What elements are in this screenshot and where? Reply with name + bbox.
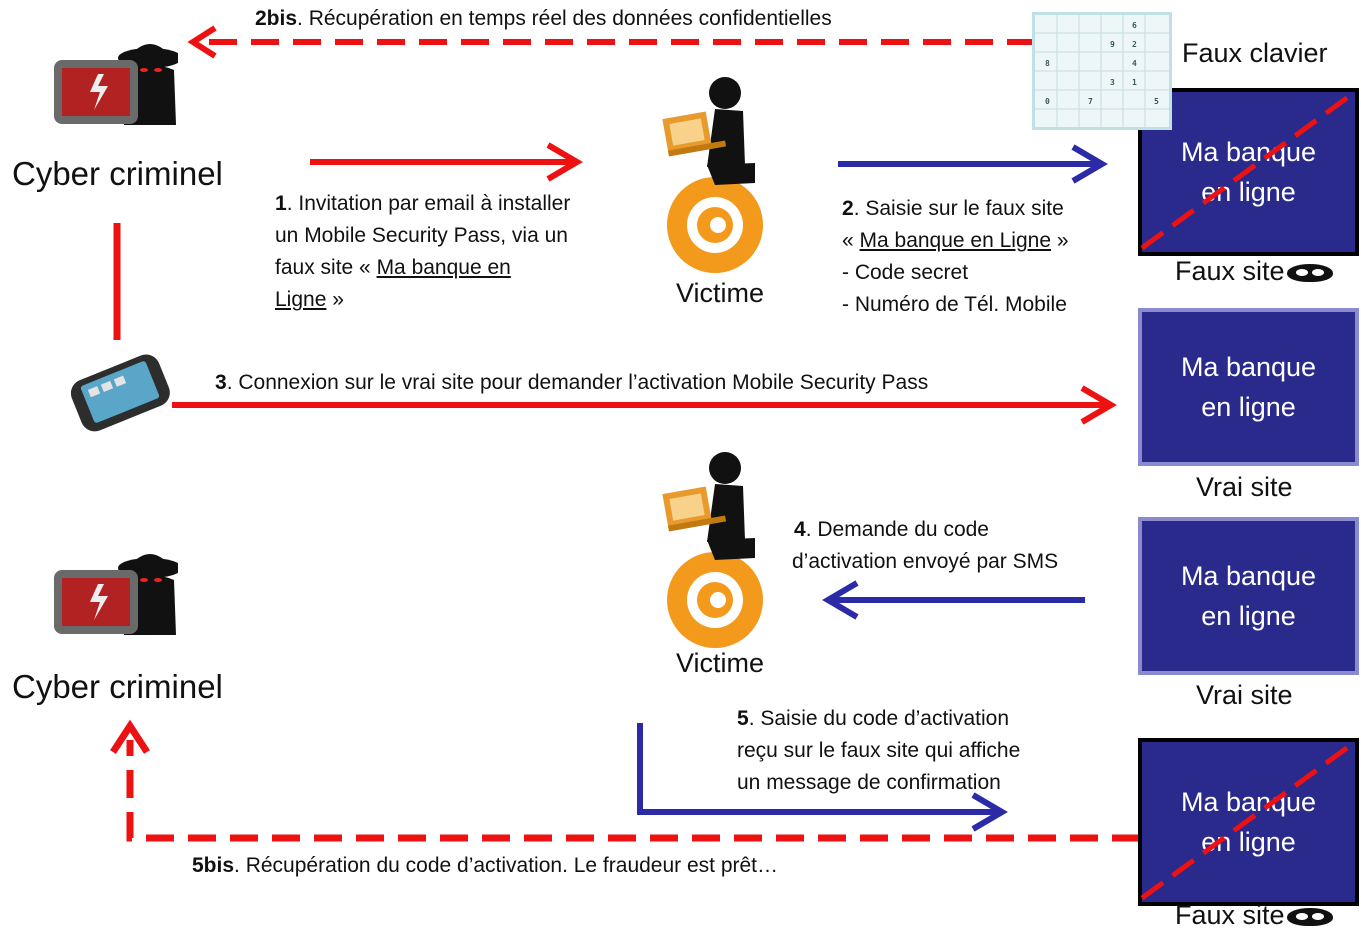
keypad-digit: 7 [1088, 97, 1093, 106]
step-2-number: 2 [842, 197, 854, 220]
criminal-label-top: Cyber criminel [12, 155, 223, 192]
bank-line-2: en ligne [1201, 392, 1296, 422]
keypad-digit: 9 [1110, 40, 1115, 49]
step-2-line-4: - Numéro de Tél. Mobile [842, 293, 1067, 316]
arrow-step-5 [637, 723, 1008, 832]
arrow-5bis [110, 719, 1140, 842]
victim-figure-icon [645, 75, 785, 280]
cyber-criminal-icon-2 [48, 540, 178, 640]
bank-line-1: Ma banque [1180, 787, 1317, 817]
victim-label-bottom: Victime [676, 648, 765, 678]
step-3-text: 3. Connexion sur le vrai site pour deman… [215, 367, 928, 399]
step-3-number: 3 [215, 371, 227, 394]
victim-figure-icon-2 [645, 450, 785, 655]
step-1-line-1: . Invitation par email à installer [286, 192, 571, 215]
step-1-line-2: un Mobile Security Pass, via un [275, 224, 568, 247]
step-1-number: 1 [275, 192, 287, 215]
fake-site-label-top: Faux site [1175, 256, 1333, 287]
arrow-step-2 [838, 144, 1108, 184]
step-4-line-1: . Demande du code [805, 518, 989, 541]
arrow-2bis [187, 25, 1035, 59]
step-1-line-4b: » [326, 288, 344, 311]
keypad-digit: 6 [1132, 21, 1137, 30]
step-5-line-3: un message de confirmation [737, 771, 1001, 794]
keypad-digit: 5 [1154, 97, 1159, 106]
step-5-text: 5. Saisie du code d’activation reçu sur … [737, 703, 1020, 799]
step-2bis-label: . Récupération en temps réel des données… [297, 7, 832, 30]
step-2-line-3: - Code secret [842, 261, 969, 284]
step-4-line-2: d’activation envoyé par SMS [792, 550, 1059, 573]
step-5bis-number: 5bis [192, 854, 235, 877]
fake-site-label-bottom: Faux site [1175, 900, 1333, 931]
bank-line-1: Ma banque [1180, 561, 1317, 591]
fake-site-text: Faux site [1175, 256, 1285, 286]
step-2-line-1: . Saisie sur le faux site [853, 197, 1064, 220]
bank-line-1: Ma banque [1180, 137, 1317, 167]
step-5-line-2: reçu sur le faux site qui affiche [737, 739, 1021, 762]
step-2-link-bank: Ma banque en Ligne [859, 229, 1052, 252]
keypad-digit: 1 [1132, 78, 1137, 87]
step-2bis-number: 2bis [255, 7, 298, 30]
step-5bis-text: 5bis. Récupération du code d’activation.… [192, 850, 778, 882]
mask-icon [1286, 263, 1333, 282]
step-5-number: 5 [737, 707, 749, 730]
step-2-line-2a: « [842, 229, 860, 252]
real-site-label-2: Vrai site [1196, 680, 1293, 710]
fake-strike-line [1140, 739, 1357, 901]
step-1-text: 1. Invitation par email à installer un M… [275, 188, 570, 316]
keypad-digit: 8 [1045, 59, 1050, 68]
mask-icon [1286, 907, 1333, 926]
arrow-step-4 [822, 580, 1085, 620]
step-4-number: 4 [794, 518, 806, 541]
fake-keyboard-label: Faux clavier [1182, 38, 1328, 68]
smartphone-icon [65, 352, 175, 432]
fake-bank-site-top: Ma banque en ligne [1138, 88, 1359, 256]
arrow-step-3 [172, 385, 1117, 425]
real-bank-site-2: Ma banque en ligne [1138, 517, 1359, 675]
bank-line-2: en ligne [1201, 601, 1296, 631]
keypad-digit: 0 [1045, 97, 1050, 106]
step-5-line-1: . Saisie du code d’activation [748, 707, 1010, 730]
victim-label-top: Victime [676, 278, 765, 308]
cyber-criminal-icon [48, 30, 178, 130]
step-2bis-text: 2bis. Récupération en temps réel des don… [255, 3, 832, 35]
step-1-link-ligne: Ligne [275, 288, 327, 311]
real-bank-site-1: Ma banque en ligne [1138, 308, 1359, 466]
step-3-label: . Connexion sur le vrai site pour demand… [226, 371, 929, 394]
fake-keypad-icon: 6 9 2 8 4 3 1 0 7 5 [1032, 12, 1172, 130]
bank-line-1: Ma banque [1180, 352, 1317, 382]
fake-strike-line [1140, 89, 1357, 251]
step-2-line-2c: » [1051, 229, 1069, 252]
step-4-text: 4. Demande du code d’activation envoyé p… [792, 514, 1058, 578]
fake-site-text: Faux site [1175, 900, 1285, 930]
criminal-label-bottom: Cyber criminel [12, 668, 223, 705]
arrow-step-1 [310, 142, 583, 182]
keypad-digit: 4 [1132, 59, 1137, 68]
keypad-digit: 3 [1110, 78, 1115, 87]
step-5bis-label: . Récupération du code d’activation. Le … [234, 854, 779, 877]
real-site-label-1: Vrai site [1196, 472, 1293, 502]
keypad-digit: 2 [1132, 40, 1137, 49]
step-2-text: 2. Saisie sur le faux site « Ma banque e… [842, 193, 1069, 321]
step-1-link-bank: Ma banque en [376, 256, 511, 279]
step-1-line-3a: faux site « [275, 256, 377, 279]
fake-bank-site-bottom: Ma banque en ligne [1138, 738, 1359, 906]
